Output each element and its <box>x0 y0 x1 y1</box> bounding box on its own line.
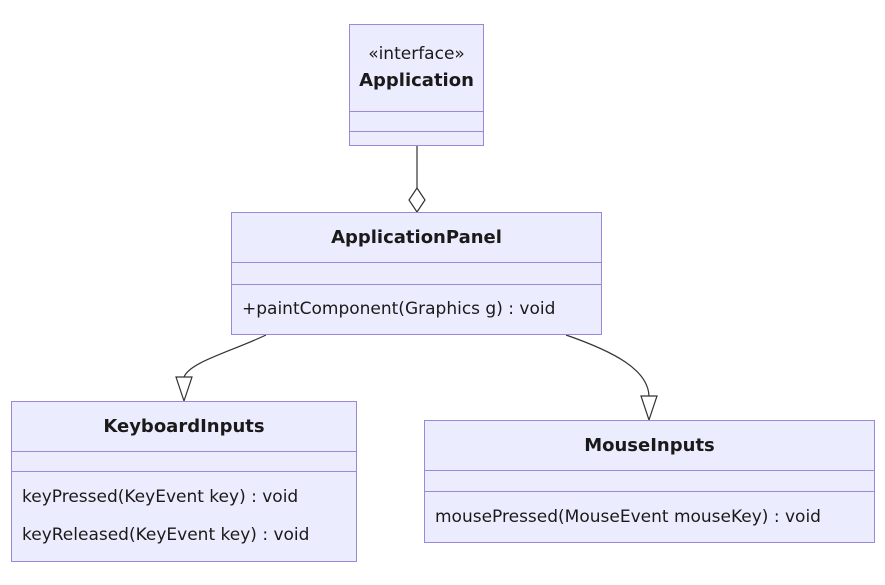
method-item: keyReleased(KeyEvent key) : void <box>22 525 310 545</box>
class-keyboard-inputs[interactable]: KeyboardInputs keyPressed(KeyEvent key) … <box>11 401 357 562</box>
class-header: MouseInputs <box>425 421 874 471</box>
method-item: mousePressed(MouseEvent mouseKey) : void <box>435 506 821 527</box>
class-header: «interface» Application <box>350 25 483 112</box>
attributes-section <box>12 452 356 472</box>
attributes-section <box>232 263 601 285</box>
class-name: ApplicationPanel <box>331 226 502 248</box>
inheritance-arrow-mouse <box>640 395 658 422</box>
class-name: MouseInputs <box>584 434 715 456</box>
inheritance-arrow-keyboard <box>175 376 193 403</box>
method-item: keyPressed(KeyEvent key) : void <box>22 487 299 507</box>
method-item: +paintComponent(Graphics g) : void <box>242 299 556 319</box>
class-name: KeyboardInputs <box>103 415 265 437</box>
class-application-panel[interactable]: ApplicationPanel +paintComponent(Graphic… <box>231 212 602 335</box>
class-header: KeyboardInputs <box>12 402 356 452</box>
class-header: ApplicationPanel <box>232 213 601 263</box>
inheritance-line-keyboard <box>183 334 267 378</box>
aggregation-diamond <box>408 186 426 214</box>
methods-section: mousePressed(MouseEvent mouseKey) : void <box>425 492 874 541</box>
class-application[interactable]: «interface» Application <box>349 24 484 146</box>
methods-section: +paintComponent(Graphics g) : void <box>232 285 601 333</box>
methods-section <box>350 132 483 145</box>
class-stereotype: «interface» <box>368 44 465 64</box>
methods-section: keyPressed(KeyEvent key) : void keyRelea… <box>12 472 356 560</box>
attributes-section <box>425 471 874 492</box>
attributes-section <box>350 112 483 132</box>
class-mouse-inputs[interactable]: MouseInputs mousePressed(MouseEvent mous… <box>424 420 875 543</box>
class-name: Application <box>359 70 474 91</box>
inheritance-line-mouse <box>565 334 650 397</box>
